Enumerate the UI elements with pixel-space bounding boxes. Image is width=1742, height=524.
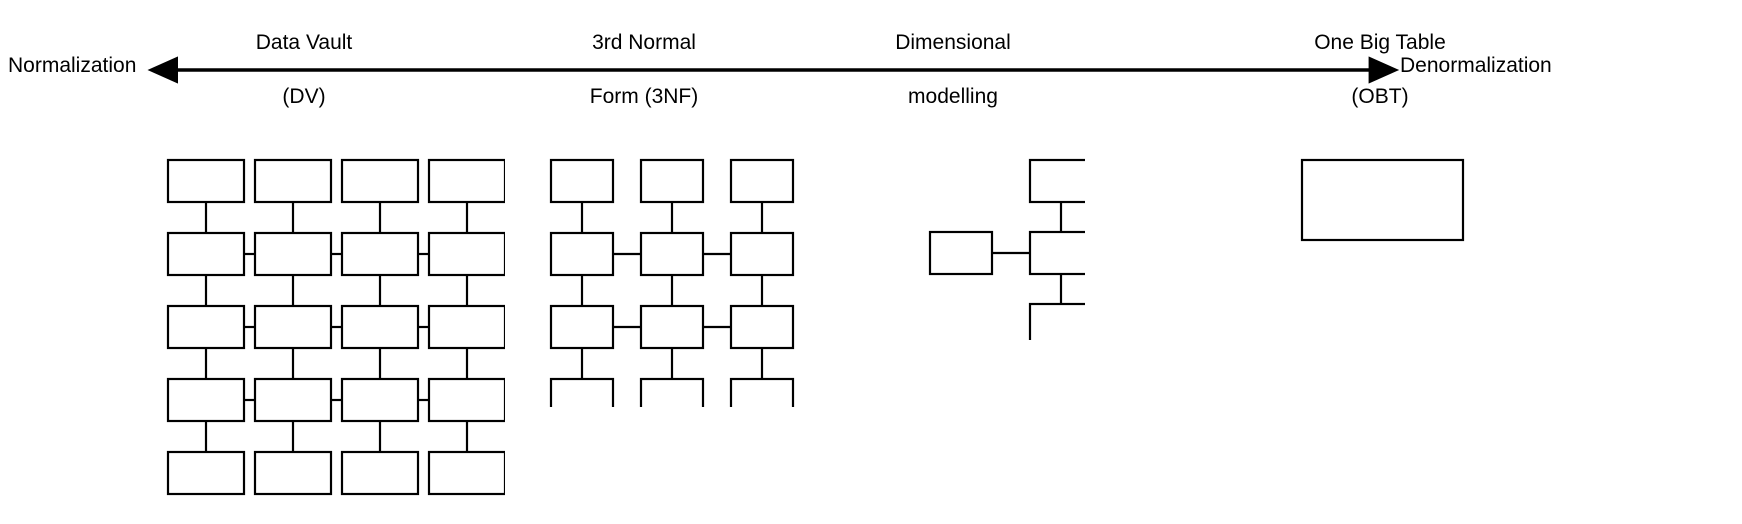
stage-caption-third-normal-form: 3rd Normal Form (3NF) [554,2,734,137]
stage-caption-line-1: One Big Table [1314,31,1446,54]
stage-caption-line-2: (OBT) [1351,85,1409,108]
stage-caption-line-2: (DV) [282,85,326,108]
entity-box [639,304,705,350]
dimension-box-bottom [1028,302,1085,340]
dimension-box-top [1028,158,1085,204]
entity-box [427,450,505,496]
one-big-table-box [1300,158,1465,242]
stage-caption-line-2: Form (3NF) [589,85,699,108]
dimension-box-left [928,230,994,276]
entity-box [166,304,246,350]
fact-table-box [1028,230,1085,276]
entity-box [639,231,705,277]
entity-box [729,158,795,204]
entity-box [549,377,615,407]
entity-box [253,450,333,496]
axis-label-normalization: Normalization [8,54,137,77]
stage-caption-line-1: Dimensional [895,31,1011,54]
entity-box [729,231,795,277]
entity-box [729,304,795,350]
axis-label-denormalization: Denormalization [1400,54,1552,77]
entity-box [427,377,505,423]
entity-box [549,158,615,204]
entity-box [340,304,420,350]
entity-box [639,158,705,204]
entity-box [253,304,333,350]
stage-caption-line-1: Data Vault [255,31,353,54]
entity-box [253,158,333,204]
stage-caption-line-1: 3rd Normal [592,31,696,54]
entity-box [166,377,246,423]
stage-caption-dimensional-modelling: Dimensional modelling [858,2,1048,137]
entity-box [427,158,505,204]
entity-box [340,158,420,204]
entity-box [729,377,795,407]
stage-caption-one-big-table: One Big Table (OBT) [1275,2,1485,137]
entity-box [549,304,615,350]
entity-box [253,377,333,423]
entity-box [340,450,420,496]
entity-box [166,231,246,277]
entity-box [427,231,505,277]
entity-box [639,377,705,407]
entity-box [340,377,420,423]
stage-caption-line-2: modelling [908,85,998,108]
model-dimensional-modelling [928,158,1085,340]
entity-box [340,231,420,277]
model-data-vault [166,158,505,496]
entity-box [253,231,333,277]
entity-box [166,158,246,204]
entity-box [549,231,615,277]
model-third-normal-form [549,158,795,407]
model-one-big-table [1300,158,1465,242]
entity-box [166,450,246,496]
entity-box [427,304,505,350]
stage-caption-data-vault: Data Vault (DV) [219,2,389,137]
